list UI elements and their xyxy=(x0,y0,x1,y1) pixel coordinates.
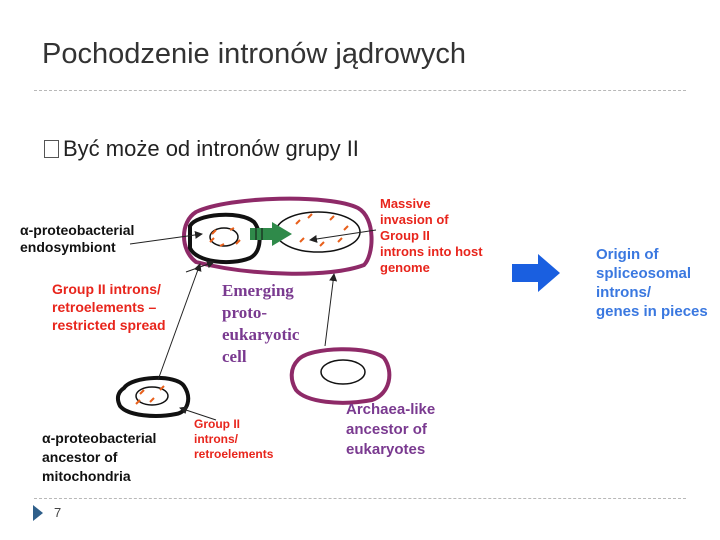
archaea-nucleus xyxy=(321,360,365,384)
alpha-ancestor-label: α-proteobacterial ancestor of mitochondr… xyxy=(42,430,160,484)
origin-spliceosomal-label: Origin of spliceosomal introns/ genes in… xyxy=(596,246,708,320)
archaea-ancestor-cell xyxy=(292,349,390,403)
emerging-cell-label: Emerging proto- eukaryotic cell xyxy=(222,281,304,366)
footer-divider xyxy=(34,498,686,499)
archaea-ancestor-label: Archaea-like ancestor of eukaryotes xyxy=(346,401,439,458)
alpha-endosymbiont-label: α-proteobacterial endosymbiont xyxy=(20,222,138,255)
nucleus-introns xyxy=(296,214,348,246)
group2-retro-label: Group II introns/ retroelements xyxy=(194,417,274,461)
page-number: 7 xyxy=(54,505,61,520)
arrow-invasion xyxy=(310,230,376,240)
massive-invasion-label: Massive invasion of Group II introns int… xyxy=(380,196,486,275)
arrow-from-archaea xyxy=(325,274,334,346)
blue-result-arrow xyxy=(512,254,560,292)
restricted-spread-label: Group II introns/ retroelements – restri… xyxy=(52,281,166,333)
slide-marker-icon xyxy=(33,505,43,521)
ancestor-nucleoid xyxy=(136,387,168,405)
endosymbiont-cell xyxy=(190,215,260,262)
mitochondria-ancestor-cell xyxy=(118,378,188,416)
